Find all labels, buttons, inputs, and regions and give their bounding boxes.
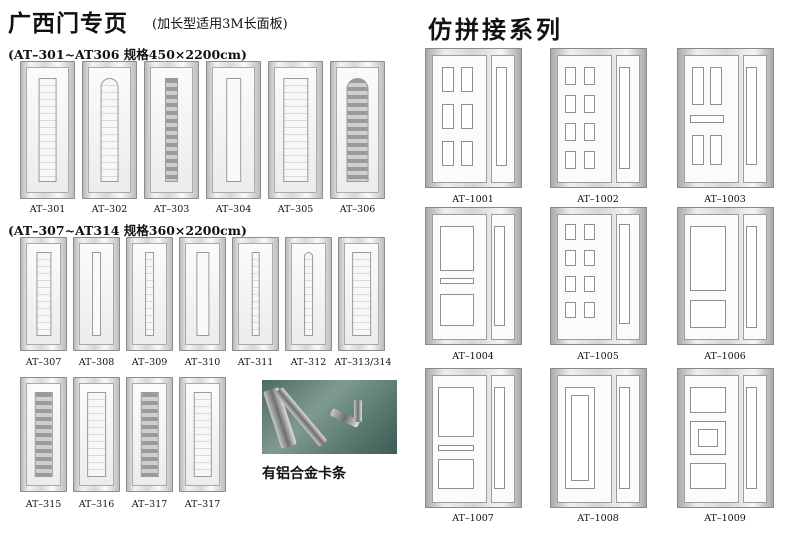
door-model-label: AT–317 <box>131 499 168 510</box>
double-door-image <box>550 207 647 345</box>
door-model-label: AT–1003 <box>704 194 746 205</box>
door-model-label: AT–1008 <box>577 513 619 524</box>
double-door-image <box>425 207 522 345</box>
door-model-label: AT–1007 <box>452 513 494 524</box>
door-model-label: AT–305 <box>277 204 314 215</box>
door-model-label: AT–308 <box>78 357 115 368</box>
door-image <box>20 237 67 351</box>
door-image <box>206 61 261 199</box>
door-image <box>126 237 173 351</box>
door-model-label: AT–307 <box>25 357 62 368</box>
door-model-label: AT–311 <box>237 357 274 368</box>
double-door-image <box>425 48 522 188</box>
door-model-label: AT–309 <box>131 357 168 368</box>
aluminum-strip-photo <box>262 380 397 454</box>
door-image <box>268 61 323 199</box>
door-model-label: AT–316 <box>78 499 115 510</box>
door-image <box>126 377 173 492</box>
double-door-image <box>425 368 522 508</box>
door-model-label: AT–312 <box>290 357 327 368</box>
door-model-label: AT–1002 <box>577 194 619 205</box>
door-model-label: AT–1006 <box>704 351 746 362</box>
door-model-label: AT–1005 <box>577 351 619 362</box>
door-image <box>20 61 75 199</box>
door-image <box>20 377 67 492</box>
door-model-label: AT–304 <box>215 204 252 215</box>
accessory-caption: 有铝合金卡条 <box>262 466 346 482</box>
door-image <box>338 237 385 351</box>
spec-label-row1: (AT–301~AT306 规格450×2200cm) <box>8 47 247 62</box>
left-page-subtitle: (加长型适用3M长面板) <box>152 17 288 32</box>
door-image <box>179 377 226 492</box>
door-model-label: AT–301 <box>29 204 66 215</box>
spec-label-row2: (AT–307~AT314 规格360×2200cm) <box>8 223 247 238</box>
door-model-label: AT–1001 <box>452 194 494 205</box>
door-image <box>82 61 137 199</box>
door-image <box>179 237 226 351</box>
door-model-label: AT–315 <box>25 499 62 510</box>
door-model-label: AT–302 <box>91 204 128 215</box>
double-door-image <box>677 368 774 508</box>
door-image <box>232 237 279 351</box>
door-model-label: AT–310 <box>184 357 221 368</box>
door-image <box>285 237 332 351</box>
door-image <box>144 61 199 199</box>
door-model-label: AT–1004 <box>452 351 494 362</box>
door-model-label: AT–317 <box>184 499 221 510</box>
double-door-image <box>677 207 774 345</box>
door-model-label: AT–306 <box>339 204 376 215</box>
double-door-image <box>677 48 774 188</box>
double-door-image <box>550 48 647 188</box>
door-image <box>73 377 120 492</box>
door-image <box>73 237 120 351</box>
door-model-label: AT–313/314 <box>334 357 392 368</box>
left-page-title: 广西门专页 <box>8 11 128 37</box>
right-page-title: 仿拼接系列 <box>428 16 563 44</box>
double-door-image <box>550 368 647 508</box>
door-model-label: AT–1009 <box>704 513 746 524</box>
door-image <box>330 61 385 199</box>
door-model-label: AT–303 <box>153 204 190 215</box>
